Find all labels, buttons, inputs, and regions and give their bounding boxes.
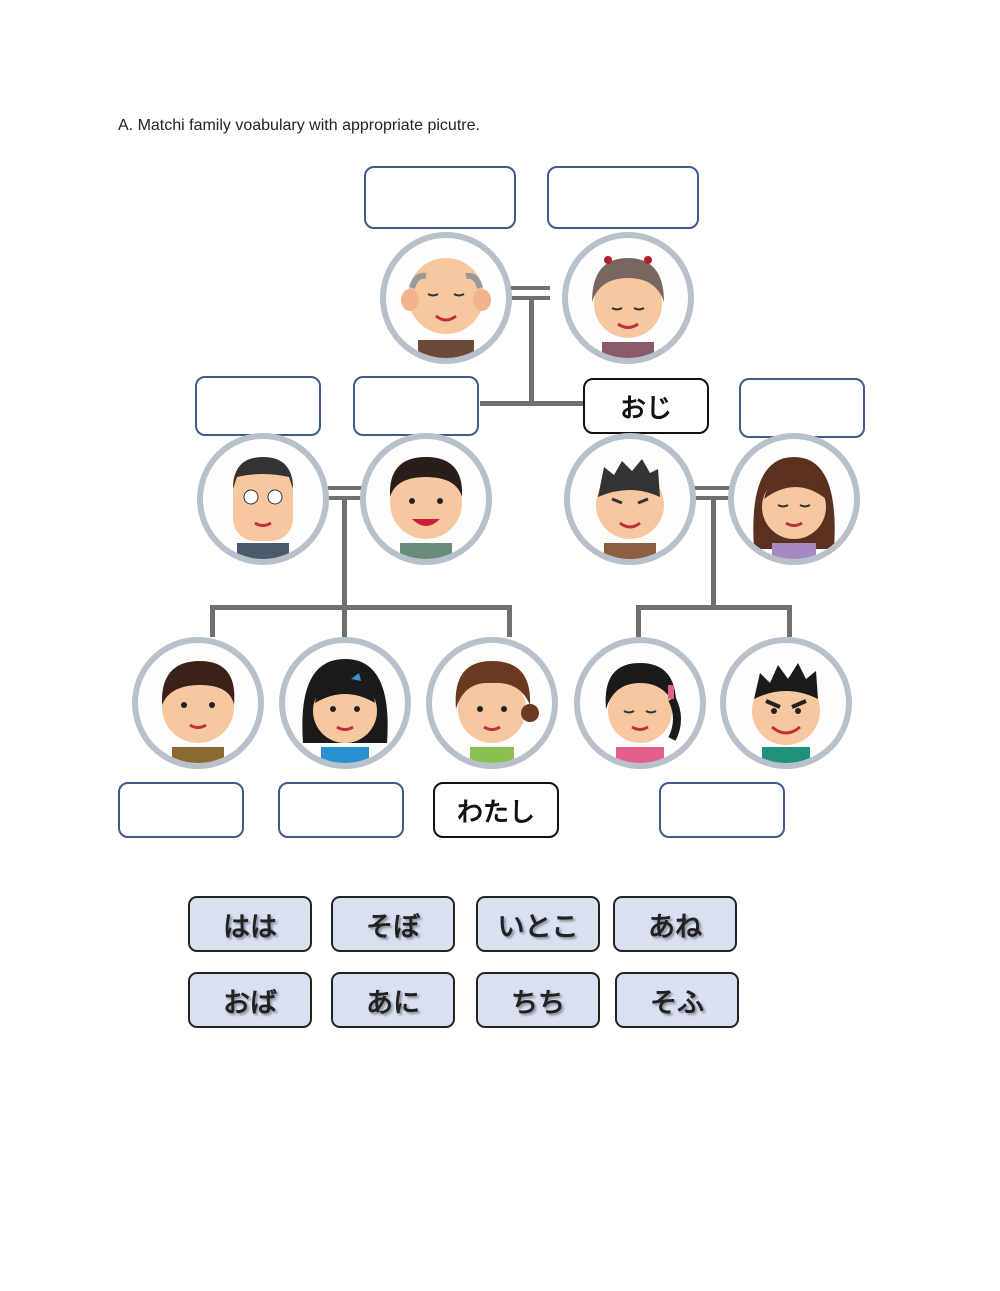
- label-box-grandmother[interactable]: [547, 166, 699, 229]
- label-box-mother[interactable]: [353, 376, 479, 436]
- older-brother-picture: [132, 637, 264, 769]
- label-box-cousin[interactable]: [659, 782, 785, 838]
- label-box-aunt[interactable]: [739, 378, 865, 438]
- word-tile-haha[interactable]: はは: [188, 896, 312, 952]
- label-box-older-brother[interactable]: [118, 782, 244, 838]
- grandmother-picture: [562, 232, 694, 364]
- word-tile-itoko[interactable]: いとこ: [476, 896, 600, 952]
- older-sister-picture: [279, 637, 411, 769]
- instruction-text: A. Matchi family voabulary with appropri…: [118, 117, 480, 134]
- word-tile-chichi[interactable]: ちち: [476, 972, 600, 1028]
- word-tile-sobo[interactable]: そぼ: [331, 896, 455, 952]
- label-box-older-sister[interactable]: [278, 782, 404, 838]
- uncle-picture: [564, 433, 696, 565]
- aunt-picture: [728, 433, 860, 565]
- grandfather-picture: [380, 232, 512, 364]
- word-tile-oba[interactable]: おば: [188, 972, 312, 1028]
- me-picture: [426, 637, 558, 769]
- label-box-father[interactable]: [195, 376, 321, 436]
- label-box-uncle[interactable]: おじ: [583, 378, 709, 434]
- label-box-me[interactable]: わたし: [433, 782, 559, 838]
- father-picture: [197, 433, 329, 565]
- word-tile-ane[interactable]: あね: [613, 896, 737, 952]
- mother-picture: [360, 433, 492, 565]
- word-tile-sofu[interactable]: そふ: [615, 972, 739, 1028]
- label-box-grandfather[interactable]: [364, 166, 516, 229]
- cousin-girl-picture: [574, 637, 706, 769]
- cousin-boy-picture: [720, 637, 852, 769]
- word-tile-ani[interactable]: あに: [331, 972, 455, 1028]
